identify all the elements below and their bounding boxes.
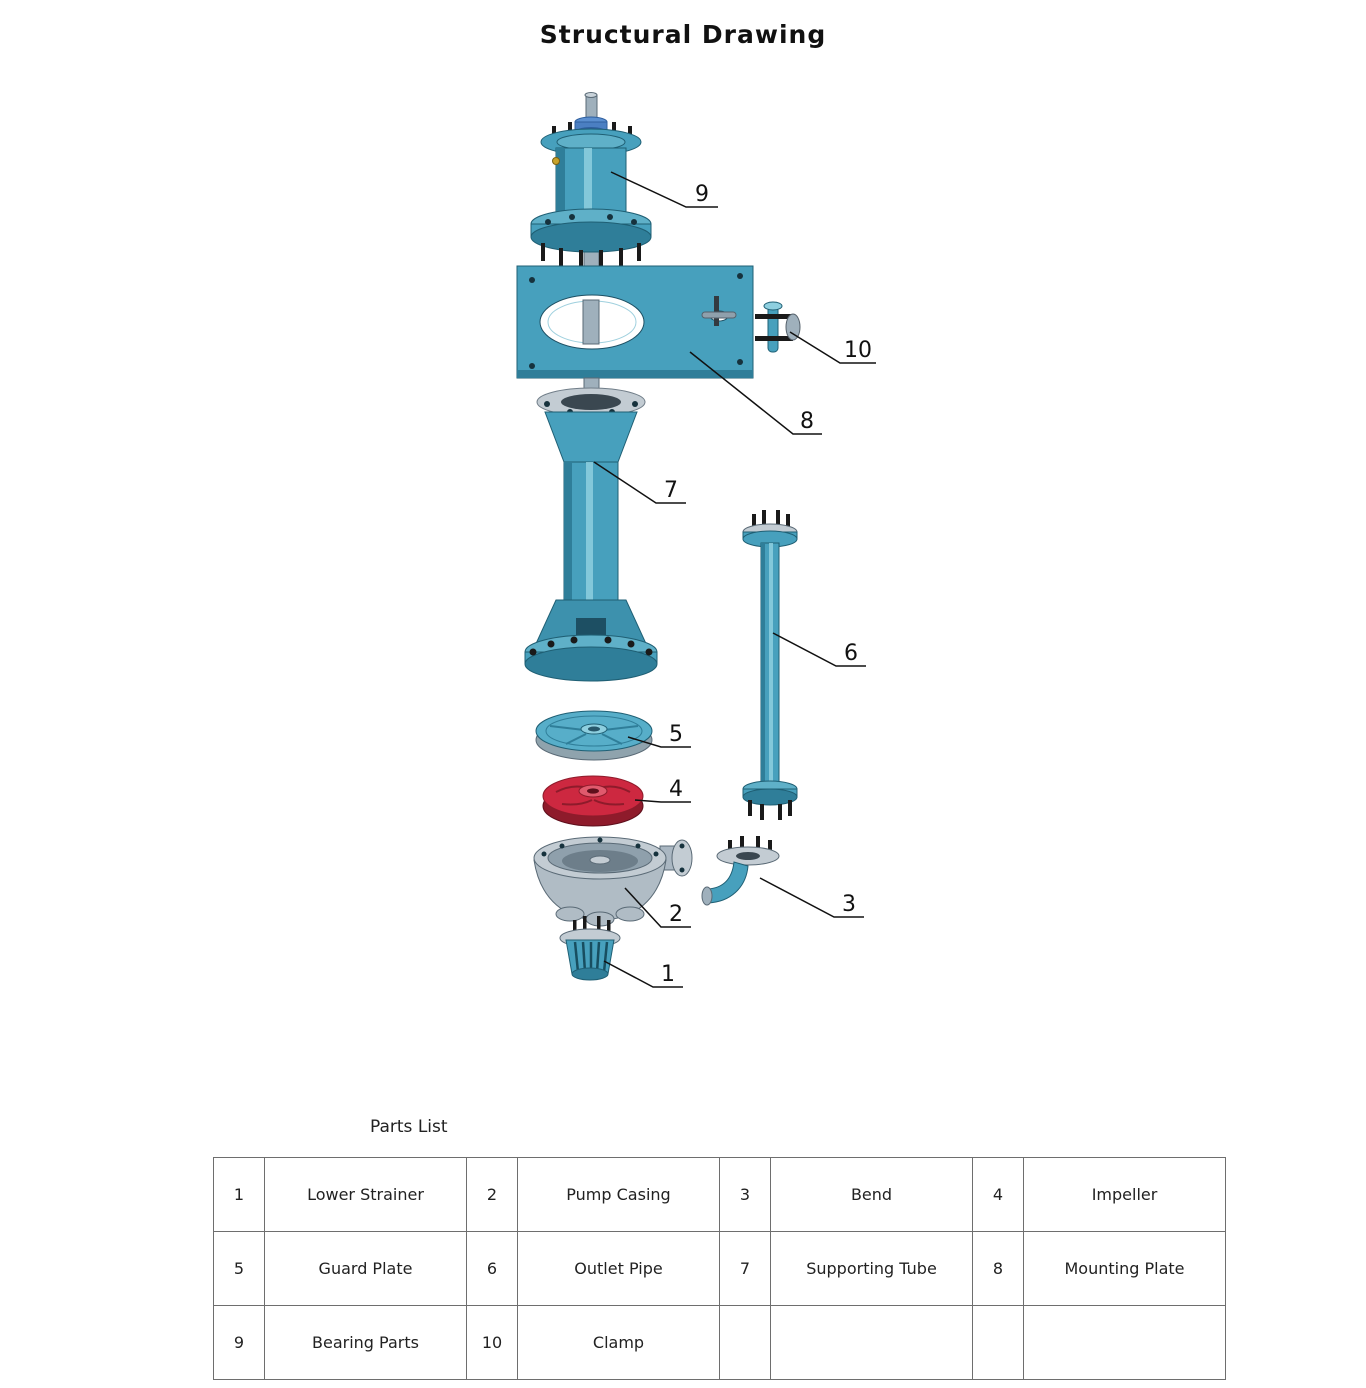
part-bend: [701, 836, 780, 906]
part-number: 3: [719, 1157, 771, 1232]
part-name: Pump Casing: [517, 1157, 720, 1232]
callout-label-9: 9: [695, 182, 709, 207]
part-name: Clamp: [517, 1305, 720, 1380]
part-name: [1023, 1305, 1226, 1380]
callout-label-8: 8: [800, 409, 814, 434]
table-row: 1 Lower Strainer 2 Pump Casing 3 Bend 4 …: [213, 1157, 1226, 1232]
part-name: [770, 1305, 973, 1380]
part-bearing-parts: [530, 116, 652, 268]
pump-exploded-view: 9 10 8 7 6 5 4 2 3 1: [516, 92, 876, 988]
part-name: Outlet Pipe: [517, 1231, 720, 1306]
part-number: 2: [466, 1157, 518, 1232]
part-number: 9: [213, 1305, 265, 1380]
part-clamp: [755, 301, 801, 353]
part-name: Impeller: [1023, 1157, 1226, 1232]
part-number: [719, 1305, 771, 1380]
part-number: 4: [972, 1157, 1024, 1232]
part-guard-plate: [535, 710, 653, 761]
part-name: Guard Plate: [264, 1231, 467, 1306]
part-lower-strainer: [559, 916, 621, 981]
callout-label-10: 10: [844, 338, 872, 363]
part-number: [972, 1305, 1024, 1380]
parts-list-table: 1 Lower Strainer 2 Pump Casing 3 Bend 4 …: [213, 1157, 1226, 1380]
part-name: Lower Strainer: [264, 1157, 467, 1232]
parts-list-title: Parts List: [370, 1117, 448, 1137]
table-row: 9 Bearing Parts 10 Clamp: [213, 1305, 1226, 1380]
part-number: 7: [719, 1231, 771, 1306]
callout-label-4: 4: [669, 777, 683, 802]
structural-drawing: 9 10 8 7 6 5 4 2 3 1: [516, 92, 876, 988]
part-name: Bearing Parts: [264, 1305, 467, 1380]
callout-label-5: 5: [669, 722, 683, 747]
page-title: Structural Drawing: [539, 20, 827, 49]
callout-label-2: 2: [669, 902, 683, 927]
part-supporting-tube: [524, 387, 658, 682]
part-pump-casing: [533, 836, 693, 927]
part-name: Bend: [770, 1157, 973, 1232]
part-number: 5: [213, 1231, 265, 1306]
part-mounting-plate: [516, 265, 754, 403]
part-name: Supporting Tube: [770, 1231, 973, 1306]
callout-label-1: 1: [661, 962, 675, 987]
part-number: 10: [466, 1305, 518, 1380]
part-number: 6: [466, 1231, 518, 1306]
callout-leader-lines: [593, 171, 876, 988]
callout-label-7: 7: [664, 478, 678, 503]
part-number: 8: [972, 1231, 1024, 1306]
part-name: Mounting Plate: [1023, 1231, 1226, 1306]
part-impeller: [542, 775, 644, 827]
part-number: 1: [213, 1157, 265, 1232]
part-outlet-pipe: [742, 510, 798, 820]
callout-label-3: 3: [842, 892, 856, 917]
table-row: 5 Guard Plate 6 Outlet Pipe 7 Supporting…: [213, 1231, 1226, 1306]
callout-label-6: 6: [844, 641, 858, 666]
